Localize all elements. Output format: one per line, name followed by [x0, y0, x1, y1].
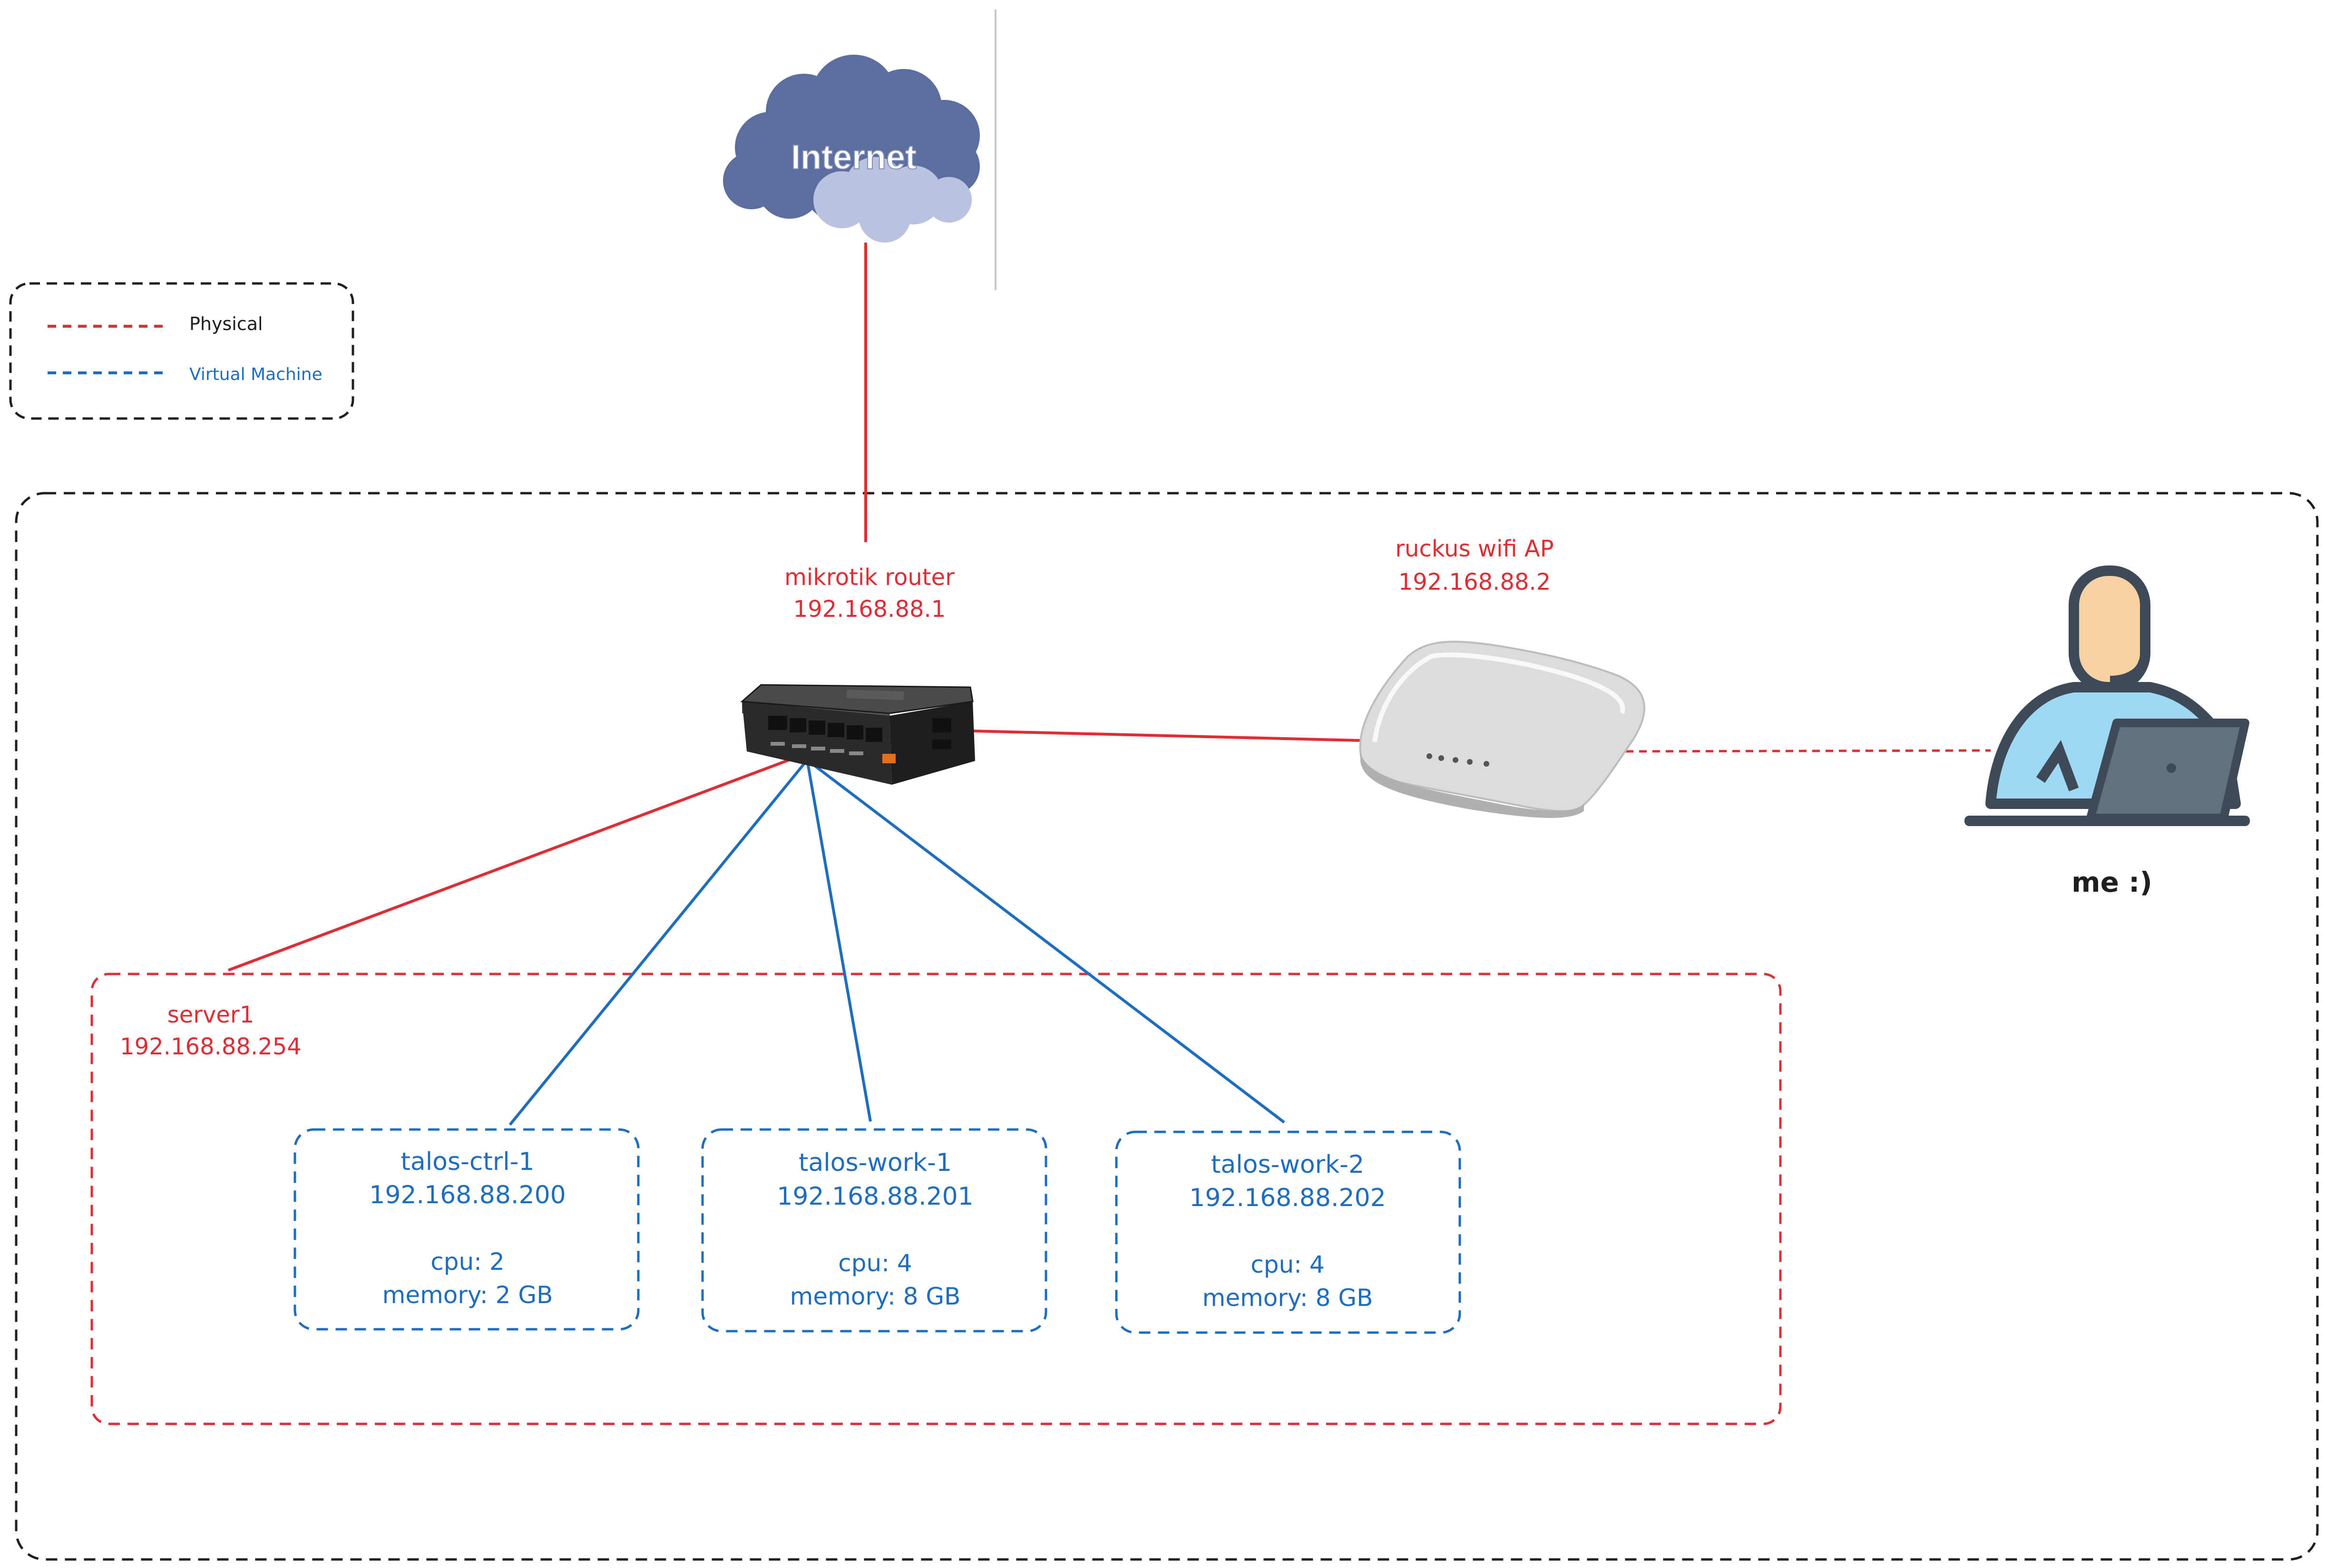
cloud-icon: Internet	[723, 55, 980, 243]
vm-ip: 192.168.88.201	[777, 1182, 974, 1211]
access-point-ip: 192.168.88.2	[1398, 569, 1551, 595]
wifi-access-point-icon	[1359, 641, 1645, 818]
router-talos-work-1-link	[806, 760, 872, 1122]
vm-cpu: cpu: 2	[430, 1248, 504, 1276]
server1-boundary	[90, 973, 1782, 1425]
vm-cpu: cpu: 4	[838, 1249, 912, 1277]
vm-box-talos-work-2: talos-work-2 192.168.88.202 cpu: 4 memor…	[1115, 1130, 1461, 1334]
vm-name: talos-work-2	[1211, 1150, 1364, 1179]
legend-physical-label: Physical	[189, 313, 263, 334]
vm-ip: 192.168.88.202	[1189, 1184, 1386, 1212]
vm-ip: 192.168.88.200	[369, 1181, 566, 1209]
router-ip: 192.168.88.1	[793, 596, 946, 623]
vm-memory: memory: 8 GB	[790, 1283, 961, 1310]
server1-ip: 192.168.88.254	[120, 1033, 302, 1060]
network-boundary	[15, 492, 2319, 1561]
vm-memory: memory: 8 GB	[1202, 1284, 1373, 1312]
person-laptop-icon: me :)	[1964, 565, 2250, 898]
vm-box-talos-ctrl-1: talos-ctrl-1 192.168.88.200 cpu: 2 memor…	[293, 1128, 640, 1331]
legend-virtual-label: Virtual Machine	[189, 365, 322, 384]
connections	[227, 243, 1991, 1126]
legend: Physical Virtual Machine	[9, 282, 354, 420]
user-label: me :)	[2071, 866, 2152, 898]
router-talos-ctrl-1-link	[508, 759, 809, 1126]
legend-frame	[9, 282, 354, 420]
router-icon	[740, 684, 975, 785]
server1-name: server1	[167, 1002, 254, 1028]
internet-label: Internet	[791, 138, 917, 176]
router-talos-work-2-link	[806, 759, 1285, 1124]
router-name: mikrotik router	[784, 564, 955, 591]
router-ap-link	[972, 730, 1361, 742]
vm-memory: memory: 2 GB	[382, 1281, 553, 1309]
vm-box-talos-work-1: talos-work-1 192.168.88.201 cpu: 4 memor…	[701, 1128, 1047, 1333]
vm-cpu: cpu: 4	[1250, 1251, 1324, 1278]
vm-name: talos-work-1	[799, 1149, 952, 1177]
ap-user-link	[1612, 749, 1991, 753]
access-point-name: ruckus wifi AP	[1395, 536, 1553, 562]
router-server1-link	[227, 755, 800, 972]
vm-name: talos-ctrl-1	[401, 1148, 534, 1176]
